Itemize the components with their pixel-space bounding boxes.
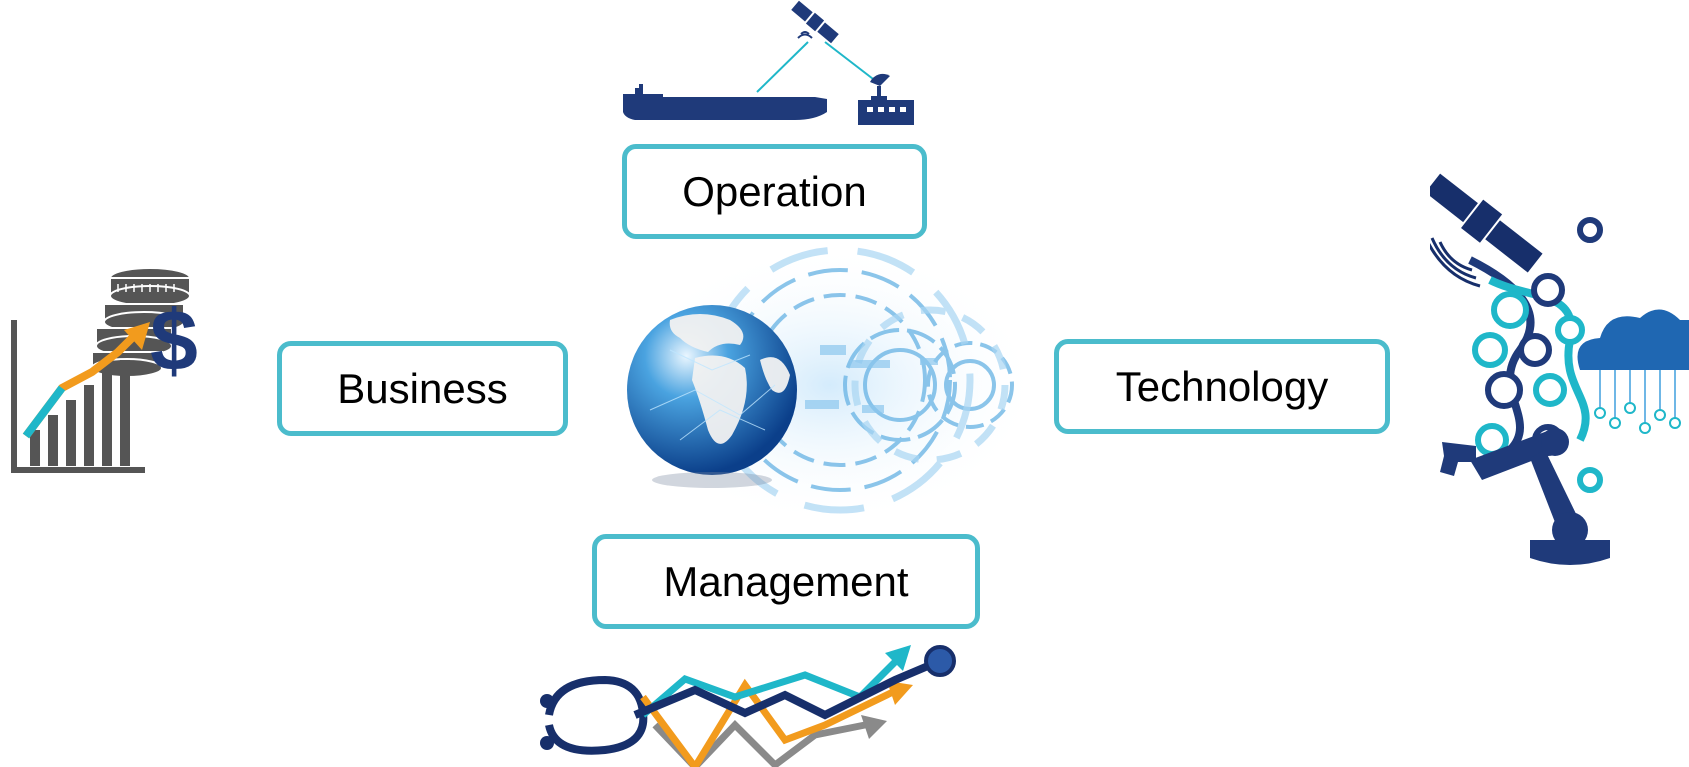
business-box: Business bbox=[277, 341, 568, 436]
ship-satellite-icon bbox=[623, 0, 914, 125]
operation-label: Operation bbox=[682, 167, 867, 215]
technology-label: Technology bbox=[1115, 362, 1329, 410]
technology-box: Technology bbox=[1054, 339, 1390, 434]
business-label: Business bbox=[337, 364, 508, 412]
technology-robot-cloud-icon bbox=[1430, 173, 1689, 565]
digital-globe-icon bbox=[620, 245, 1030, 525]
management-box: Management bbox=[592, 534, 980, 629]
healthcare-trend-icon bbox=[540, 645, 956, 767]
svg-text:$: $ bbox=[150, 293, 198, 389]
operation-box: Operation bbox=[622, 144, 927, 239]
finance-growth-icon: $ bbox=[11, 267, 198, 473]
management-label: Management bbox=[663, 557, 909, 605]
